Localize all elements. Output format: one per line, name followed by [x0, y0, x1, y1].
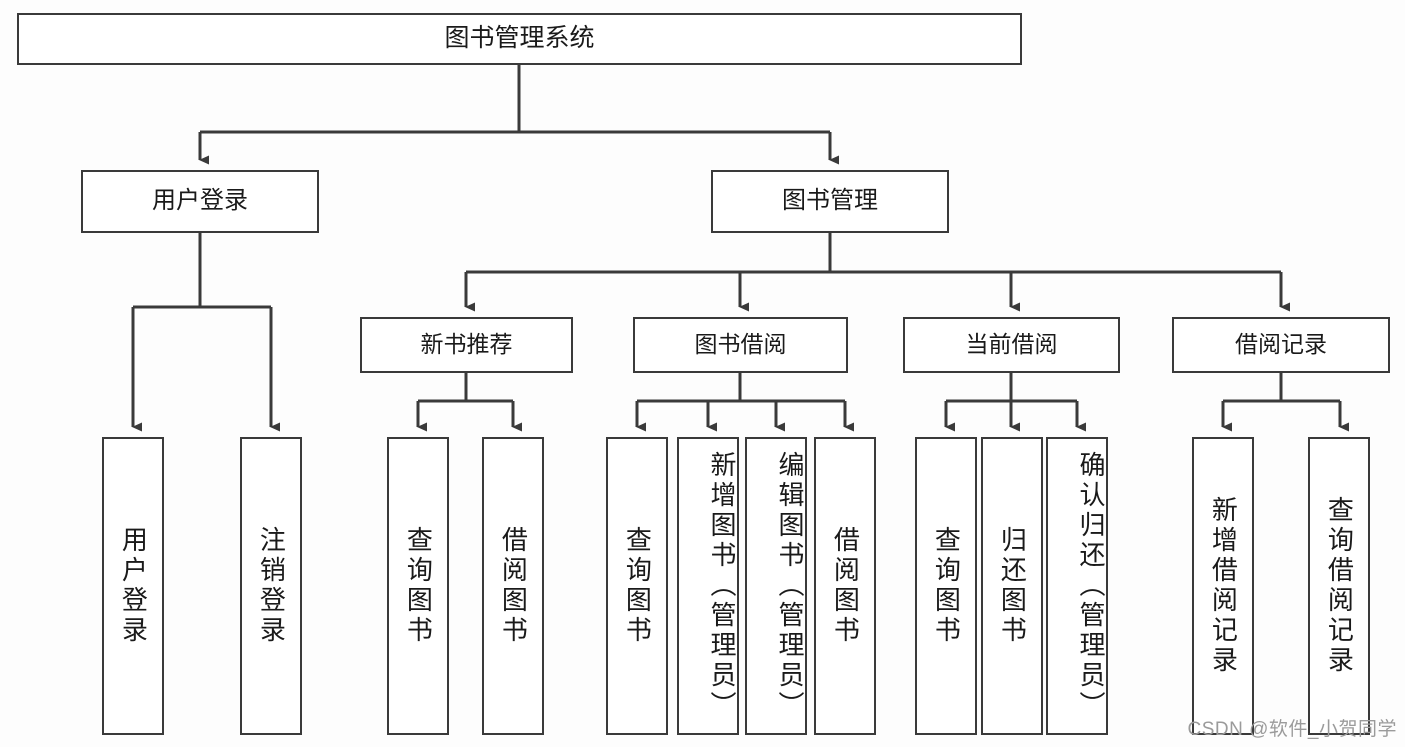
node-label: 注销登录 — [256, 526, 287, 646]
node-label: 用户登录 — [118, 526, 149, 646]
node-label: 查询借阅记录 — [1324, 496, 1355, 676]
leaf-current-borrow-return[interactable]: 归还图书 — [981, 437, 1043, 735]
leaf-book-borrow-edit[interactable]: 编辑图书（管理员） — [745, 437, 807, 735]
node-label: 用户登录 — [152, 187, 248, 215]
node-borrow-record[interactable]: 借阅记录 — [1172, 317, 1390, 373]
node-new-book-recommend[interactable]: 新书推荐 — [360, 317, 573, 373]
leaf-new-book-query[interactable]: 查询图书 — [387, 437, 449, 735]
leaf-borrow-record-add[interactable]: 新增借阅记录 — [1192, 437, 1254, 735]
node-label: 当前借阅 — [965, 331, 1058, 358]
node-label: 新书推荐 — [420, 331, 513, 358]
leaf-new-book-borrow[interactable]: 借阅图书 — [482, 437, 544, 735]
node-label: 归还图书 — [997, 526, 1028, 646]
node-book-management[interactable]: 图书管理 — [711, 170, 949, 233]
leaf-borrow-record-query[interactable]: 查询借阅记录 — [1308, 437, 1370, 735]
node-user-login[interactable]: 用户登录 — [81, 170, 319, 233]
node-label: 新增借阅记录 — [1208, 496, 1239, 676]
node-label: 查询图书 — [622, 526, 653, 646]
leaf-current-borrow-query[interactable]: 查询图书 — [915, 437, 977, 735]
leaf-book-borrow-add[interactable]: 新增图书（管理员） — [677, 437, 739, 735]
leaf-user-login-login[interactable]: 用户登录 — [102, 437, 164, 735]
node-label: 新增图书（管理员） — [707, 451, 737, 721]
leaf-book-borrow-query[interactable]: 查询图书 — [606, 437, 668, 735]
watermark-text: CSDN @软件_小贺同学 — [1187, 719, 1397, 740]
node-current-borrow[interactable]: 当前借阅 — [903, 317, 1120, 373]
node-book-management-system[interactable]: 图书管理系统 — [17, 13, 1022, 65]
node-label: 借阅记录 — [1235, 331, 1327, 358]
leaf-book-borrow-borrow[interactable]: 借阅图书 — [814, 437, 876, 735]
node-label: 图书管理系统 — [444, 24, 595, 53]
node-label: 查询图书 — [931, 526, 962, 646]
leaf-user-login-logout[interactable]: 注销登录 — [240, 437, 302, 735]
node-book-borrow[interactable]: 图书借阅 — [633, 317, 848, 373]
node-label: 借阅图书 — [498, 526, 529, 646]
leaf-current-borrow-confirm-return[interactable]: 确认归还（管理员） — [1046, 437, 1108, 735]
node-label: 确认归还（管理员） — [1076, 451, 1106, 721]
node-label: 查询图书 — [403, 526, 434, 646]
node-label: 图书管理 — [782, 187, 878, 215]
node-label: 图书借阅 — [694, 331, 787, 358]
node-label: 编辑图书（管理员） — [775, 451, 805, 721]
node-label: 借阅图书 — [830, 526, 861, 646]
